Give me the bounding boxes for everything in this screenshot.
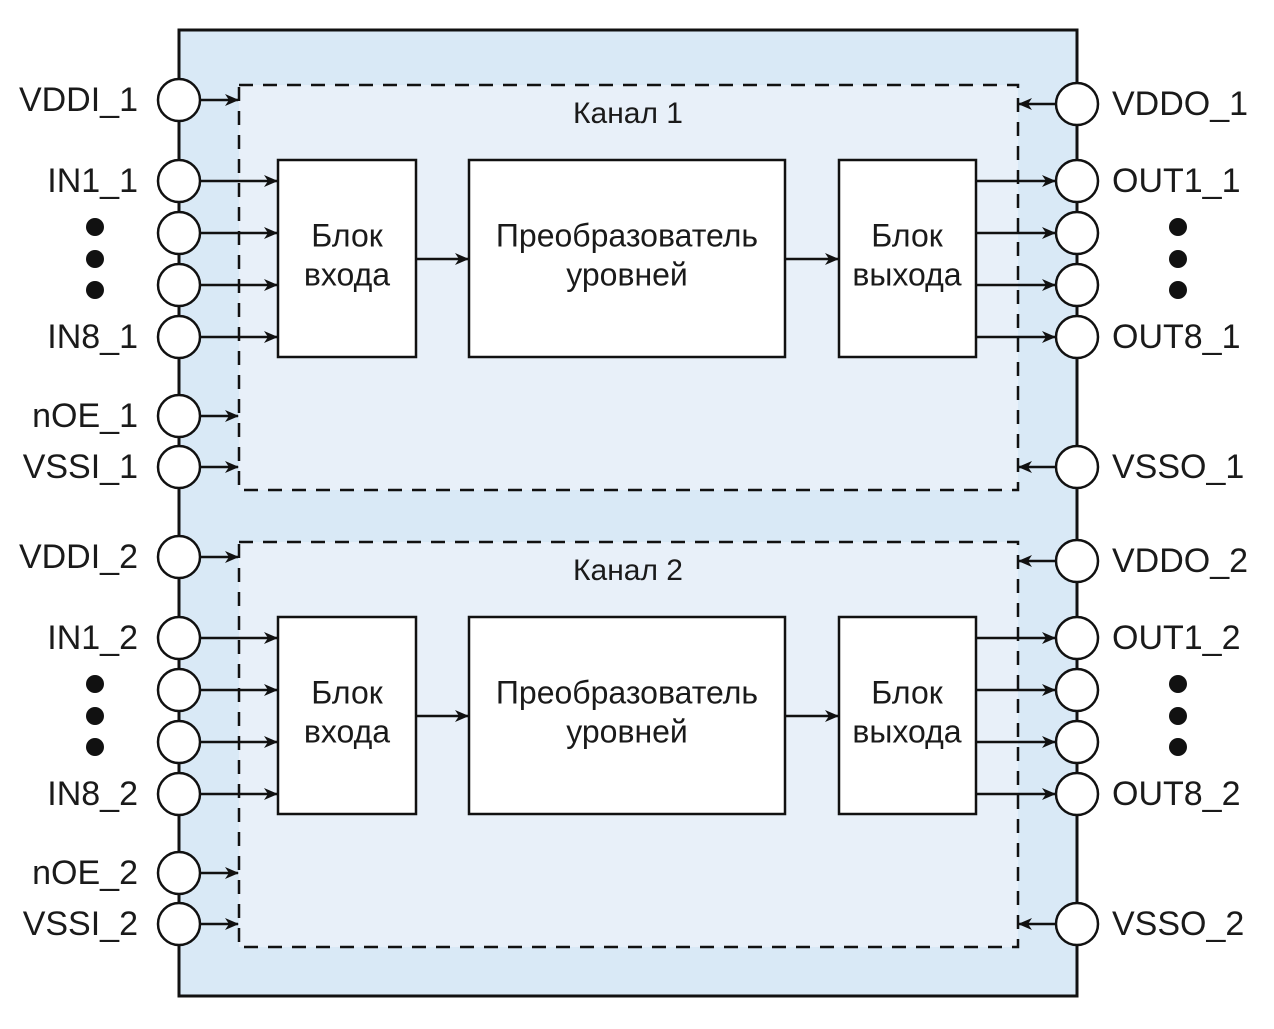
pin-out8_2 [1054,771,1100,817]
output-block-label: Блок [871,217,943,253]
input-block-label: Блок [311,217,383,253]
pin-in1_2 [156,615,202,661]
level-converter-block [467,615,787,816]
pin-in-unlabeled [156,719,202,765]
pin-vssi_2 [156,901,202,947]
pin-label: OUT1_1 [1112,162,1241,200]
channel-2: Канал 2БлоквходаПреобразовательуровнейБл… [19,534,1248,949]
input-block-label: входа [304,713,390,749]
pin-label: VSSO_2 [1112,905,1244,943]
input-block-label: Блок [311,674,383,710]
ellipsis-dot [1169,218,1187,236]
pin-in-unlabeled [156,262,202,308]
pin-label: OUT8_1 [1112,318,1241,356]
pin-label: IN8_1 [47,318,138,356]
pin-in8_1 [156,314,202,360]
pin-out-unlabeled [1054,667,1100,713]
pin-label: nOE_2 [32,854,138,892]
channel-1: Канал 1БлоквходаПреобразовательуровнейБл… [19,77,1248,492]
pin-in-unlabeled [156,210,202,256]
converter-block-label: Преобразователь [496,217,758,253]
pin-label: IN1_2 [47,619,138,657]
converter-block-label: уровней [566,256,688,292]
pin-vsso_2 [1054,901,1100,947]
pin-out1_2 [1054,615,1100,661]
input-block-label: входа [304,256,390,292]
level-converter-block [467,158,787,359]
pin-vddo_2 [1054,538,1100,584]
pin-label: VSSI_1 [23,448,138,486]
pin-label: nOE_1 [32,397,138,435]
pin-label: VDDI_1 [19,81,138,119]
pin-in8_2 [156,771,202,817]
pin-out-unlabeled [1054,210,1100,256]
ellipsis-dot [86,675,104,693]
pin-out1_1 [1054,158,1100,204]
pin-out-unlabeled [1054,262,1100,308]
pin-label: VDDO_2 [1112,542,1248,580]
input-block [276,615,418,816]
ellipsis-dot [86,738,104,756]
input-block [276,158,418,359]
pin-vssi_1 [156,444,202,490]
ellipsis-dot [1169,738,1187,756]
channel-title: Канал 1 [573,97,683,130]
ellipsis-dot [86,250,104,268]
pin-label: VSSO_1 [1112,448,1244,486]
pin-out8_1 [1054,314,1100,360]
output-block [837,158,978,359]
ellipsis-dot [1169,675,1187,693]
converter-block-label: Преобразователь [496,674,758,710]
pin-label: IN1_1 [47,162,138,200]
pin-vddi_1 [156,77,202,123]
ellipsis-dot [86,707,104,725]
ellipsis-dot [86,281,104,299]
pin-label: VDDO_1 [1112,85,1248,123]
ellipsis-dot [1169,250,1187,268]
pin-label: VDDI_2 [19,538,138,576]
pin-noe_1 [156,393,202,439]
pin-label: VSSI_2 [23,905,138,943]
converter-block-label: уровней [566,713,688,749]
pin-vddi_2 [156,534,202,580]
pin-vddo_1 [1054,81,1100,127]
output-block [837,615,978,816]
pin-label: OUT8_2 [1112,775,1241,813]
ellipsis-dot [1169,281,1187,299]
output-block-label: Блок [871,674,943,710]
ellipsis-dot [86,218,104,236]
ellipsis-dot [1169,707,1187,725]
pin-label: IN8_2 [47,775,138,813]
pin-label: OUT1_2 [1112,619,1241,657]
channel-title: Канал 2 [573,554,683,587]
output-block-label: выхода [852,256,961,292]
pin-out-unlabeled [1054,719,1100,765]
pin-in1_1 [156,158,202,204]
output-block-label: выхода [852,713,961,749]
pin-in-unlabeled [156,667,202,713]
pin-vsso_1 [1054,444,1100,490]
pin-noe_2 [156,850,202,896]
